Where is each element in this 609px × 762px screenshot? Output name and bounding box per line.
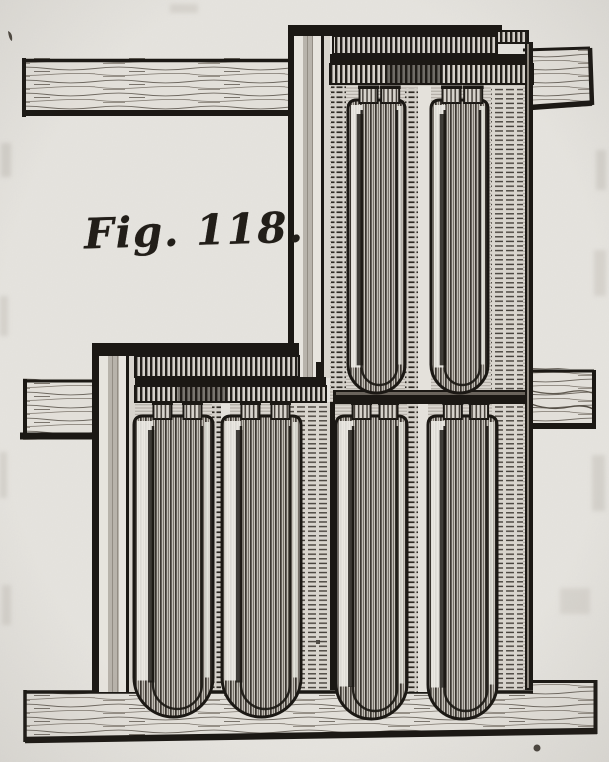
figure-caption: Fig. 118. [83, 202, 305, 259]
